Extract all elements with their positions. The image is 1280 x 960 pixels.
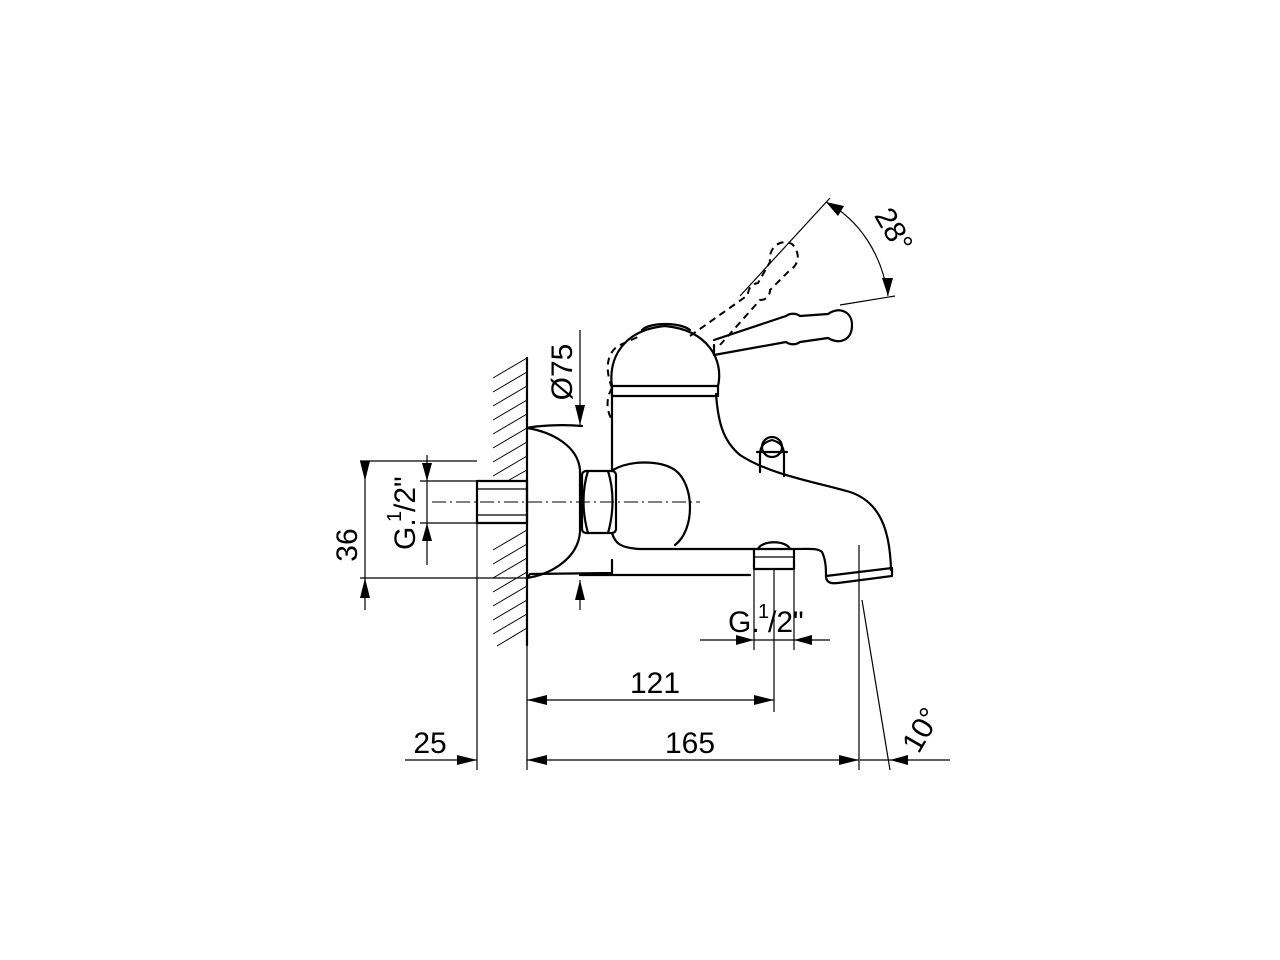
dim-inlet-thread: G. 1 /2" — [384, 455, 477, 565]
outlet-thread-rest: /2" — [768, 606, 804, 639]
dim-rosette: Ø75 — [546, 330, 585, 610]
dim-36-label: 36 — [331, 528, 364, 561]
dim-165-label: 165 — [665, 727, 715, 760]
angle-28-label: 28° — [868, 202, 919, 258]
inlet-fitting — [475, 479, 529, 525]
dim-36: 36 — [331, 460, 527, 610]
angle-10-label: 10° — [896, 702, 947, 758]
dim-angle-10: 10° — [860, 599, 950, 771]
inlet-thread-sup: 1 — [384, 511, 406, 522]
dim-outlet-thread: G. 1 /2" — [700, 569, 830, 712]
dim-25: 25 — [405, 523, 478, 770]
rosette-diameter-label: Ø75 — [546, 344, 579, 401]
rosette — [525, 424, 584, 580]
dim-121-label: 121 — [630, 667, 680, 700]
faucet-body — [525, 392, 894, 585]
lever-alternate-position — [606, 241, 799, 421]
dim-angle-28: 28° — [739, 197, 919, 306]
mixer-cartridge — [610, 322, 721, 398]
lever-handle — [712, 309, 854, 357]
shower-outlet — [752, 541, 796, 571]
dim-165: 165 — [527, 545, 860, 770]
wall-hatching — [492, 357, 528, 647]
diverter-knob — [755, 435, 789, 478]
inlet-thread-rest: /2" — [389, 476, 422, 512]
dim-25-label: 25 — [413, 727, 446, 760]
outlet-thread-g: G. — [728, 606, 760, 639]
inlet-thread-g: G. — [389, 518, 422, 550]
outlet-thread-sup: 1 — [758, 601, 769, 623]
hex-connector — [580, 469, 618, 535]
dim-121: 121 — [526, 645, 774, 770]
